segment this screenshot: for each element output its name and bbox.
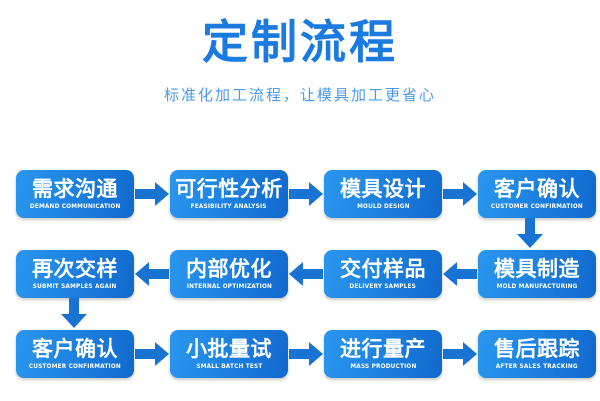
flow-node-mass-production[interactable]: 进行量产 MASS PRODUCTION [324,330,442,378]
flow-node-label-cn: 交付样品 [340,256,426,281]
flow-node-label-en: MOULD DESIGN [356,202,410,210]
flow-node-label-en: AFTER SALES TRACKING [495,362,579,370]
flow-row-2: 再次交样 SUBMIT SAMPLES AGAIN 内部优化 INTERNAL … [0,248,600,300]
arrow-right-icon [134,339,170,369]
arrow-down-icon [61,298,87,328]
flow-node-internal-optimization[interactable]: 内部优化 INTERNAL OPTIMIZATION [170,250,288,298]
arrow-right-icon [442,179,478,209]
page-subtitle: 标准化加工流程，让模具加工更省心 [163,86,436,104]
flow-node-label-en: SMALL BATCH TEST [195,362,263,370]
flow-node-after-sales-tracking[interactable]: 售后跟踪 AFTER SALES TRACKING [478,330,596,378]
flow-node-label-cn: 模具设计 [340,176,426,201]
flow-node-label-en: CUSTOMER CONFIRMATION [28,362,122,370]
flow-node-mold-manufacturing[interactable]: 模具制造 MOLD MANUFACTURING [478,250,596,298]
flow-node-feasibility-analysis[interactable]: 可行性分析 FEASIBILITY ANALYSIS [170,170,288,218]
flow-node-label-en: FEASIBILITY ANALYSIS [190,202,268,210]
arrow-right-icon [134,179,170,209]
flow-node-label-en: DELIVERY SAMPLES [349,282,417,290]
flow-node-label-en: INTERNAL OPTIMIZATION [186,282,272,290]
flow-node-label-en: MOLD MANUFACTURING [496,282,578,290]
flow-node-label-cn: 可行性分析 [175,176,283,201]
flow-node-small-batch-test[interactable]: 小批量试 SMALL BATCH TEST [170,330,288,378]
flow-node-label-cn: 售后跟踪 [494,336,580,361]
arrow-right-icon [288,339,324,369]
flow-node-customer-confirmation-1[interactable]: 客户确认 CUSTOMER CONFIRMATION [478,170,596,218]
arrow-down-icon [517,218,543,248]
flow-node-label-en: CUSTOMER CONFIRMATION [490,202,584,210]
flow-node-label-cn: 再次交样 [32,256,118,281]
flow-node-label-cn: 模具制造 [494,256,580,281]
flow-node-mould-design[interactable]: 模具设计 MOULD DESIGN [324,170,442,218]
flow-node-label-cn: 内部优化 [186,256,272,281]
flow-node-demand-communication[interactable]: 需求沟通 DEMAND COMMUNICATION [16,170,134,218]
flow-node-label-cn: 客户确认 [32,336,118,361]
flow-node-label-en: DEMAND COMMUNICATION [29,202,121,210]
flow-row-3: 客户确认 CUSTOMER CONFIRMATION 小批量试 SMALL BA… [0,328,600,380]
flow-node-customer-confirmation-2[interactable]: 客户确认 CUSTOMER CONFIRMATION [16,330,134,378]
flow-node-label-cn: 客户确认 [494,176,580,201]
flow-node-label-cn: 需求沟通 [32,176,118,201]
arrow-left-icon [134,259,170,289]
arrow-left-icon [442,259,478,289]
arrow-left-icon [288,259,324,289]
flow-node-label-cn: 进行量产 [340,336,426,361]
page-title: 定制流程 [202,15,398,69]
arrow-right-icon [288,179,324,209]
flow-node-delivery-samples[interactable]: 交付样品 DELIVERY SAMPLES [324,250,442,298]
flow-node-label-cn: 小批量试 [186,336,272,361]
flow-row-1: 需求沟通 DEMAND COMMUNICATION 可行性分析 FEASIBIL… [0,168,600,220]
header: 定制流程 标准化加工流程，让模具加工更省心 [0,0,600,106]
process-flow-diagram: 需求沟通 DEMAND COMMUNICATION 可行性分析 FEASIBIL… [0,150,600,401]
flow-node-label-en: SUBMIT SAMPLES AGAIN [33,282,117,290]
arrow-right-icon [442,339,478,369]
flow-node-submit-samples-again[interactable]: 再次交样 SUBMIT SAMPLES AGAIN [16,250,134,298]
flow-node-label-en: MASS PRODUCTION [349,362,417,370]
